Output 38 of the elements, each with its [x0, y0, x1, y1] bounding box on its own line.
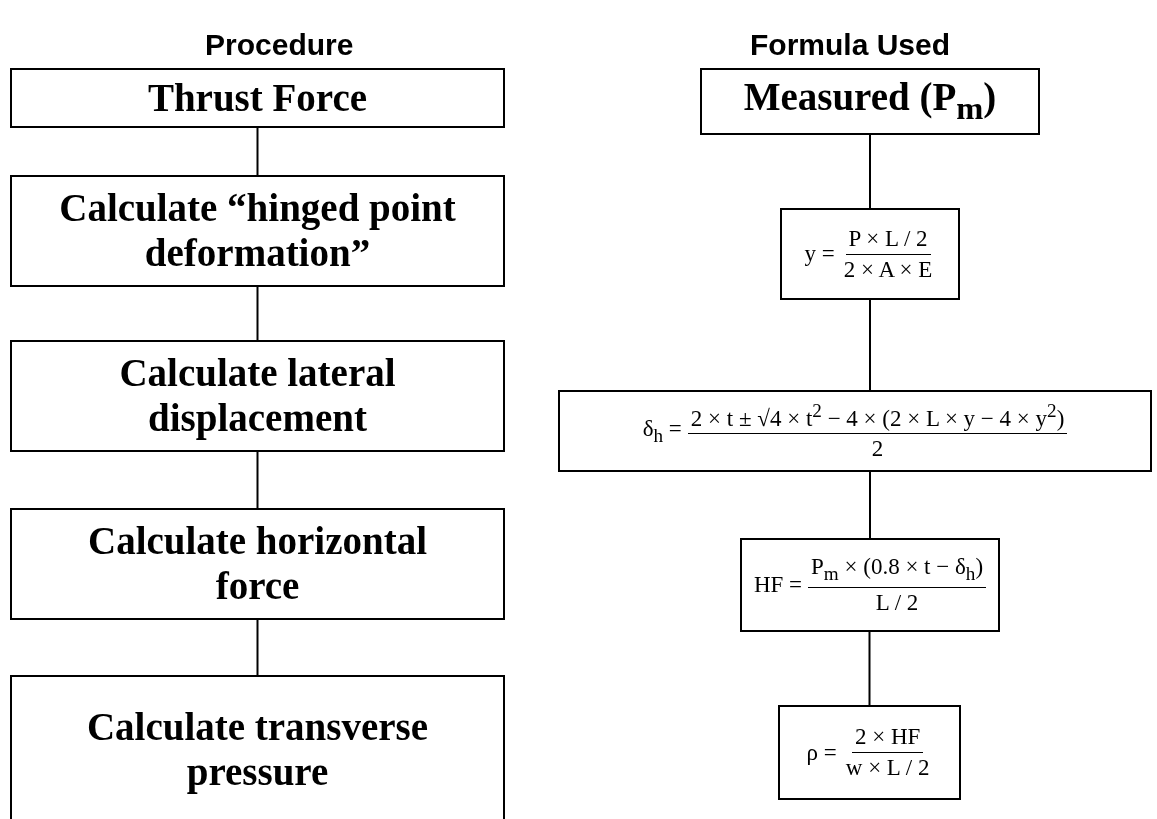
connector-line	[256, 127, 259, 176]
formula-text: δ$_{h}$ =	[642, 415, 682, 447]
formula-box	[780, 208, 960, 300]
step-text: Thrust Force	[147, 75, 368, 121]
connector-line	[869, 134, 871, 209]
connector-line	[869, 471, 871, 539]
formula-text: ρ =	[806, 739, 837, 766]
numerator: P × L / 2	[845, 225, 931, 255]
numerator: P$_{m}$ × (0.8 × t − δ$_{h}$)	[808, 554, 987, 588]
connector-line	[256, 286, 259, 341]
formula-box	[778, 705, 961, 800]
formula-box	[558, 390, 1152, 472]
connector-line	[256, 451, 259, 509]
process-box	[10, 68, 505, 128]
denominator: w × L / 2	[844, 754, 931, 781]
numerator: 2 × HF	[851, 724, 924, 753]
denominator: 2 × A × E	[842, 255, 934, 283]
process-box	[10, 340, 505, 452]
step-text: Calculate “hinged point deformation”	[58, 186, 457, 276]
connector-line	[869, 299, 871, 391]
denominator: L / 2	[874, 588, 920, 616]
formula-text: y =	[804, 241, 835, 267]
step-text: Calculate transverse pressure	[85, 705, 430, 795]
step-text: Measured (P$_{m}$)	[743, 75, 997, 128]
step-text: Calculate lateral displacement	[118, 351, 397, 441]
connector-line	[256, 619, 259, 676]
process-box	[10, 175, 505, 287]
formula-box	[740, 538, 1000, 632]
step-text: Calculate horizontal force	[86, 519, 428, 609]
column-heading: Procedure	[205, 28, 354, 62]
process-box	[700, 68, 1040, 135]
column-heading: Formula Used	[750, 28, 951, 62]
formula-text: HF =	[753, 572, 803, 598]
connector-line	[868, 631, 871, 706]
numerator: 2 × t ± √4 × t$^{2}$ − 4 × (2 × L × y − 4 × y$^{2}$)	[687, 399, 1068, 435]
process-box	[10, 508, 505, 620]
denominator: 2	[870, 435, 885, 463]
process-box	[10, 675, 505, 819]
